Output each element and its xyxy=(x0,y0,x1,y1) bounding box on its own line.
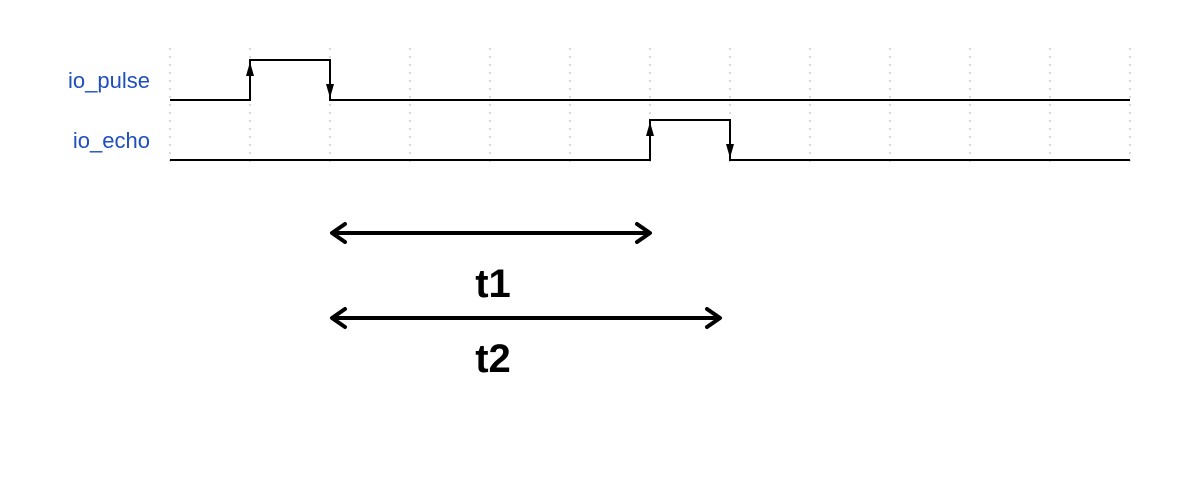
falling-edge-arrow-icon xyxy=(726,144,734,158)
rising-edge-arrow-icon xyxy=(646,122,654,136)
arrow-left-icon xyxy=(330,307,347,329)
interval-label-t1: t1 xyxy=(475,262,511,306)
interval-t2: t2 xyxy=(330,307,722,381)
interval-label-t2: t2 xyxy=(475,337,511,381)
arrow-right-icon xyxy=(705,307,722,329)
waveform-io-pulse xyxy=(170,59,1130,101)
falling-edge-arrow-icon xyxy=(326,84,334,98)
signal-row-io-echo: io_echo xyxy=(73,119,1130,161)
waveform-io-echo xyxy=(170,119,1130,161)
interval-t1: t1 xyxy=(330,222,652,306)
signal-row-io-pulse: io_pulse xyxy=(68,59,1130,101)
signal-label-io-echo: io_echo xyxy=(73,128,150,153)
signal-label-io-pulse: io_pulse xyxy=(68,68,150,93)
arrow-right-icon xyxy=(635,222,652,244)
arrow-left-icon xyxy=(330,222,347,244)
rising-edge-arrow-icon xyxy=(246,62,254,76)
